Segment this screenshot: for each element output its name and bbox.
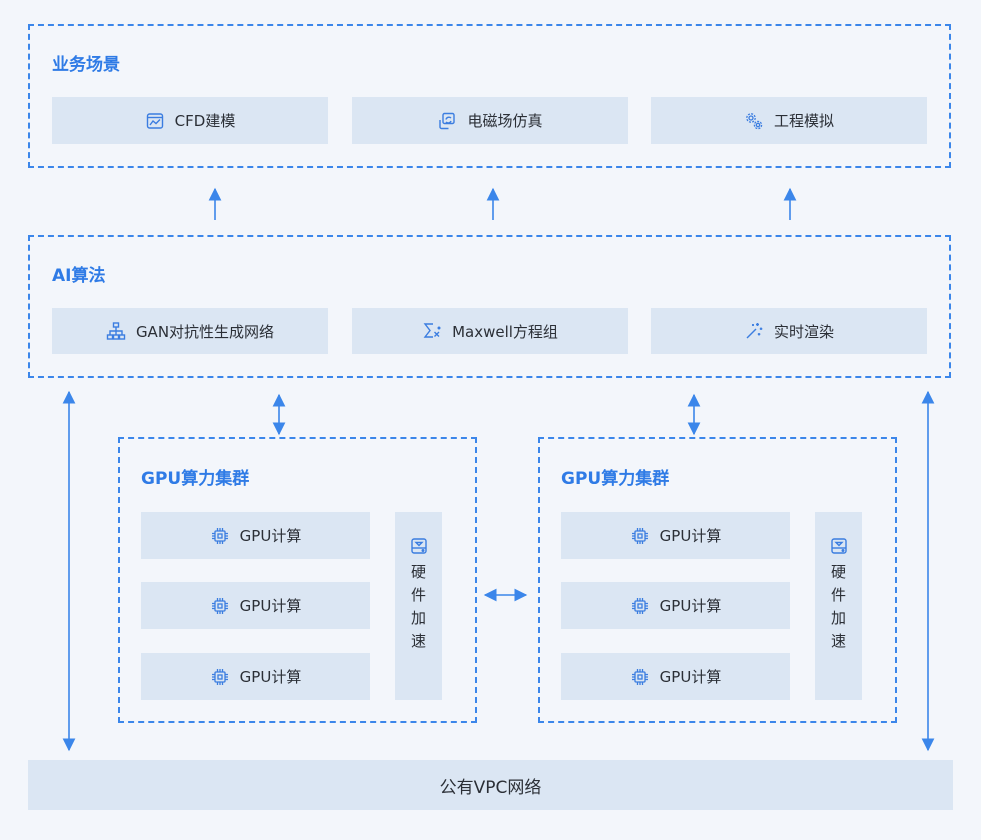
hardware-accel-label: 硬件加速 <box>409 564 427 656</box>
scenarios-group <box>28 24 951 168</box>
algorithms-group <box>28 235 951 378</box>
sigma-formula-icon <box>422 321 442 341</box>
refresh-box-icon <box>437 111 457 131</box>
scenario-cfd: CFD建模 <box>52 97 328 144</box>
scenario-engineering: 工程模拟 <box>651 97 927 144</box>
chip-icon <box>210 526 230 546</box>
scenario-em: 电磁场仿真 <box>352 97 628 144</box>
algorithm-gan: GAN对抗性生成网络 <box>52 308 328 354</box>
gpu-compute-2-2: GPU计算 <box>561 582 790 629</box>
scenario-engineering-label: 工程模拟 <box>773 112 834 130</box>
gpu-compute-label: GPU计算 <box>659 527 722 545</box>
gpu-compute-label: GPU计算 <box>659 597 722 615</box>
algorithms-title: AI算法 <box>52 266 106 286</box>
vpc-network-bar: 公有VPC网络 <box>28 760 953 810</box>
gpu-cluster-1 <box>118 437 477 723</box>
gpu-compute-2-1: GPU计算 <box>561 512 790 559</box>
algorithm-gan-label: GAN对抗性生成网络 <box>135 322 275 341</box>
gpu-cluster-1-title: GPU算力集群 <box>141 469 250 489</box>
chip-icon <box>210 667 230 687</box>
storage-drive-icon <box>409 536 429 556</box>
gpu-compute-label: GPU计算 <box>239 668 302 686</box>
scenario-cfd-label: CFD建模 <box>174 112 236 130</box>
chip-icon <box>630 596 650 616</box>
gpu-compute-1-2: GPU计算 <box>141 582 370 629</box>
chart-window-icon <box>145 111 165 131</box>
hierarchy-icon <box>106 321 126 341</box>
vpc-network-label: 公有VPC网络 <box>439 777 542 798</box>
gpu-cluster-2 <box>538 437 897 723</box>
gears-icon <box>744 111 764 131</box>
gpu-compute-label: GPU计算 <box>659 668 722 686</box>
gpu-compute-1-3: GPU计算 <box>141 653 370 700</box>
algorithm-maxwell: Maxwell方程组 <box>352 308 628 354</box>
hardware-accel-2: 硬件加速 <box>815 512 862 700</box>
algorithm-maxwell-label: Maxwell方程组 <box>452 322 558 341</box>
chip-icon <box>630 667 650 687</box>
gpu-compute-label: GPU计算 <box>239 527 302 545</box>
magic-wand-icon <box>744 321 764 341</box>
storage-drive-icon <box>829 536 849 556</box>
algorithm-rendering: 实时渲染 <box>651 308 927 354</box>
gpu-compute-2-3: GPU计算 <box>561 653 790 700</box>
hardware-accel-1: 硬件加速 <box>395 512 442 700</box>
chip-icon <box>210 596 230 616</box>
hardware-accel-label: 硬件加速 <box>829 564 847 656</box>
scenarios-title: 业务场景 <box>52 55 120 75</box>
gpu-cluster-2-title: GPU算力集群 <box>561 469 670 489</box>
algorithm-rendering-label: 实时渲染 <box>773 322 834 341</box>
gpu-compute-1-1: GPU计算 <box>141 512 370 559</box>
gpu-compute-label: GPU计算 <box>239 597 302 615</box>
chip-icon <box>630 526 650 546</box>
scenario-em-label: 电磁场仿真 <box>467 112 543 130</box>
